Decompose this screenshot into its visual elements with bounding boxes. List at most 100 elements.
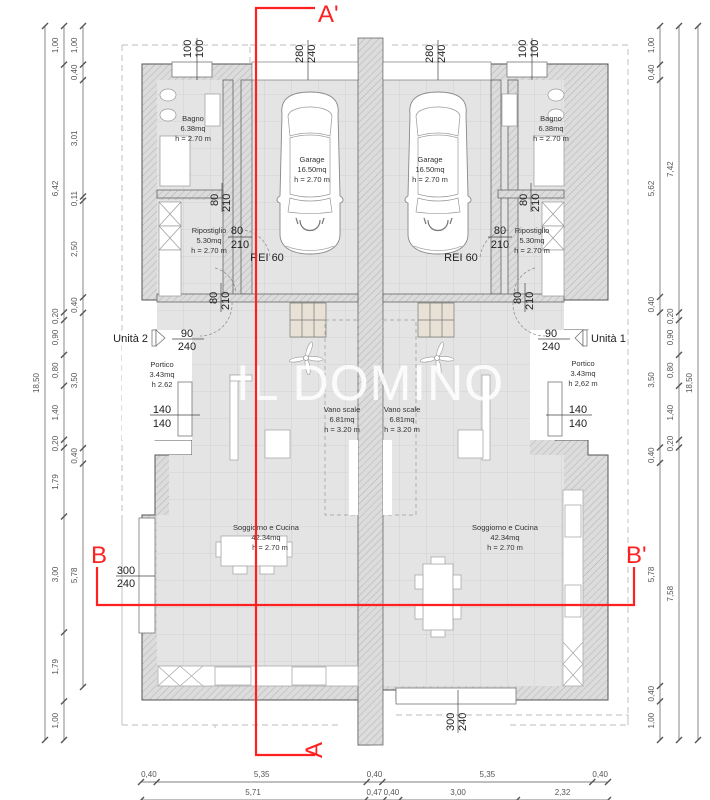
dimension-tick xyxy=(60,697,68,705)
unit-marker-right: Unità 1 xyxy=(574,329,626,347)
dimension-tick xyxy=(675,736,683,744)
room-height: h = 2.70 m xyxy=(252,543,288,552)
svg-text:300: 300 xyxy=(445,713,457,731)
svg-text:90: 90 xyxy=(181,328,193,340)
svg-text:280: 280 xyxy=(424,45,436,63)
unit-marker-left: Unità 2 xyxy=(113,329,166,347)
dimension-tick xyxy=(140,796,145,800)
dimension-tick xyxy=(60,513,68,521)
dimension-tick xyxy=(694,736,702,744)
dimension-tick xyxy=(607,796,612,800)
dim-right-inner-value: 1,00 xyxy=(647,712,656,728)
dimension-tick xyxy=(41,22,49,30)
room-area: 16.50mq xyxy=(297,165,326,174)
dim-left-middle-value: 1,00 xyxy=(51,37,60,53)
dimension-tick xyxy=(60,628,68,636)
dimension-tick xyxy=(675,22,683,30)
svg-text:210: 210 xyxy=(524,292,536,310)
dim-left-middle-value: 1,79 xyxy=(51,474,60,490)
dimension-tick xyxy=(60,736,68,744)
room-height: h = 3.20 m xyxy=(384,425,420,434)
svg-text:80: 80 xyxy=(208,292,220,304)
dimension-tick xyxy=(79,309,87,317)
dimension-tick xyxy=(656,736,664,744)
dimension-tick xyxy=(60,443,68,451)
svg-text:140: 140 xyxy=(153,418,171,430)
dim-left-inner-value: 3,50 xyxy=(70,372,79,388)
dimension-tick xyxy=(79,22,87,30)
room-name: Vano scale xyxy=(324,405,361,414)
dimension-tick xyxy=(604,778,612,786)
entry-arrow-icon xyxy=(155,329,166,347)
room-area: 42.34mq xyxy=(251,533,280,542)
dim-right-inner-value: 0,40 xyxy=(647,296,656,312)
svg-text:100: 100 xyxy=(517,40,529,58)
room-height: h = 3.20 m xyxy=(324,425,360,434)
room-name: Bagno xyxy=(182,114,204,123)
dim-right-inner-value: 1,00 xyxy=(647,37,656,53)
dimension-tick xyxy=(79,192,87,200)
svg-text:80: 80 xyxy=(494,225,506,237)
svg-text:210: 210 xyxy=(221,194,233,212)
dim-bottom-row2-value: 0,47 xyxy=(367,788,383,797)
dimension-tick xyxy=(656,459,664,467)
svg-text:240: 240 xyxy=(178,341,196,353)
opening-labels: 100 100 100 100 280 240 280 240 80 210 8… xyxy=(116,38,592,733)
dim-right-middle-value: 0,20 xyxy=(666,435,675,451)
room-height: h = 2.70 m xyxy=(175,134,211,143)
svg-text:Unità 1: Unità 1 xyxy=(591,333,626,345)
room-area: 5.30mq xyxy=(519,236,544,245)
svg-text:80: 80 xyxy=(209,194,221,206)
room-name: Garage xyxy=(299,155,324,164)
svg-text:280: 280 xyxy=(294,45,306,63)
stairs xyxy=(288,302,455,516)
dim-bottom-row2-value: 3,00 xyxy=(450,788,466,797)
svg-text:REI 60: REI 60 xyxy=(444,252,478,264)
room-height: h = 2.70 m xyxy=(294,175,330,184)
dim-left-inner-value: 1,00 xyxy=(70,37,79,53)
dimension-tick xyxy=(60,382,68,390)
dimension-tick xyxy=(675,308,683,316)
room-area: 5.30mq xyxy=(196,236,221,245)
dimension-tick xyxy=(675,351,683,359)
dimension-tick xyxy=(694,22,702,30)
dimension-tick xyxy=(60,316,68,324)
room-area: 6.81mq xyxy=(389,415,414,424)
section-label-b-left: B xyxy=(91,542,107,569)
dimension-tick xyxy=(153,778,161,786)
dim-left-inner-value: 2,50 xyxy=(70,241,79,257)
dimension-tick xyxy=(79,460,87,468)
svg-text:210: 210 xyxy=(220,292,232,310)
dimension-tick xyxy=(60,436,68,444)
room-name: Soggiorno e Cucina xyxy=(472,523,539,532)
svg-text:80: 80 xyxy=(512,292,524,304)
dim-bottom-row1-value: 5,35 xyxy=(254,770,270,779)
room-height: h 2.62 xyxy=(152,380,173,389)
svg-text:140: 140 xyxy=(153,404,171,416)
dimension-tick xyxy=(675,436,683,444)
dim-right-middle-value: 7,42 xyxy=(666,161,675,177)
dim-left-middle-value: 0,20 xyxy=(51,435,60,451)
dim-right-inner-value: 0,40 xyxy=(647,64,656,80)
dimension-tick xyxy=(675,316,683,324)
section-label-a-bottom: A xyxy=(301,742,328,758)
dimension-tick xyxy=(656,61,664,69)
dimension-tick xyxy=(656,308,664,316)
room-name: Soggiorno e Cucina xyxy=(233,523,300,532)
dimension-tick xyxy=(60,351,68,359)
room-name: Portico xyxy=(150,360,173,369)
room-area: 3.43mq xyxy=(570,369,595,378)
dimension-tick xyxy=(363,778,371,786)
dimension-tick xyxy=(79,76,87,84)
dimension-tick xyxy=(675,382,683,390)
room-name: Ripostiglio xyxy=(515,226,550,235)
svg-text:80: 80 xyxy=(231,225,243,237)
svg-text:90: 90 xyxy=(545,328,557,340)
dim-right-inner-value: 5,78 xyxy=(647,566,656,582)
section-label-b-right: B' xyxy=(626,542,647,569)
dimension-tick xyxy=(656,76,664,84)
dimension-tick xyxy=(364,796,369,800)
svg-text:140: 140 xyxy=(569,418,587,430)
svg-text:210: 210 xyxy=(530,194,542,212)
